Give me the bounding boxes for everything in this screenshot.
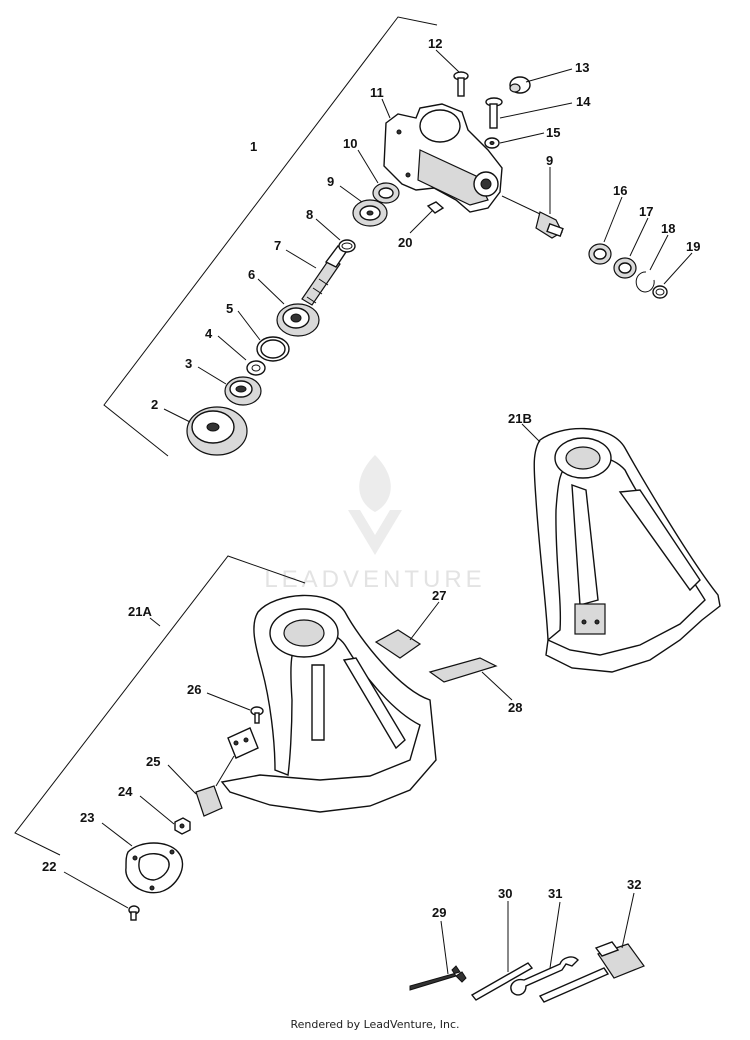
part-6-bearing: [276, 303, 320, 337]
label-part-8: 8: [306, 207, 313, 222]
part-21a-guard: [220, 594, 437, 813]
part-31-wrench: [510, 956, 579, 996]
part-30-rod: [470, 962, 534, 1001]
part-9-gear-left: [352, 199, 388, 227]
part-8-ring: [338, 239, 356, 253]
label-part-32: 32: [627, 877, 641, 892]
label-part-19: 19: [686, 239, 700, 254]
part-13-cap-nut: [509, 76, 531, 94]
leader-lines: [63, 49, 693, 975]
label-part-23: 23: [80, 810, 94, 825]
part-21b-guard: [533, 427, 721, 673]
label-part-28: 28: [508, 700, 522, 715]
part-14-bolt: [485, 97, 503, 129]
label-part-11: 11: [370, 85, 384, 100]
part-29-hex-key: [409, 965, 467, 991]
part-23-plate: [125, 842, 184, 894]
part-3-bearing: [224, 376, 262, 406]
part-11-gear-housing: [383, 103, 503, 213]
label-part-26: 26: [187, 682, 201, 697]
label-part-3: 3: [185, 356, 192, 371]
part-5-ring: [256, 336, 290, 362]
part-4-washer: [246, 360, 266, 376]
group-1-bracket: [103, 16, 438, 457]
part-20-washer: [426, 201, 445, 214]
part-19-ring: [652, 285, 668, 299]
label-part-14: 14: [576, 94, 591, 109]
label-part-24: 24: [118, 784, 133, 799]
part-22-screw: [128, 905, 140, 921]
footer-credit: Rendered by LeadVenture, Inc.: [290, 1018, 460, 1031]
part-27-decal: [374, 629, 422, 659]
part-32-plug-wrench: [538, 941, 645, 1003]
part-25-bracket-upper: [215, 727, 259, 787]
part-28-decal: [428, 657, 498, 683]
label-part-27: 27: [432, 588, 446, 603]
label-part-30: 30: [498, 886, 512, 901]
label-part-16: 16: [613, 183, 627, 198]
part-24-nut: [174, 817, 191, 835]
label-part-7: 7: [274, 238, 281, 253]
label-part-10: 10: [343, 136, 357, 151]
part-9-gear-right: [501, 195, 564, 239]
watermark: LEADVENTURE: [264, 455, 485, 593]
watermark-text: LEADVENTURE: [264, 566, 485, 593]
part-16-bearing: [588, 243, 612, 265]
label-part-15: 15: [546, 125, 560, 140]
part-25-clamp: [195, 785, 223, 817]
label-part-22: 22: [42, 859, 56, 874]
part-18-snap-ring: [635, 271, 655, 293]
part-10-bearing: [372, 182, 400, 204]
part-15-washer: [484, 137, 500, 149]
label-part-9-right: 9: [546, 153, 553, 168]
label-part-21a: 21A: [128, 604, 152, 619]
label-part-29: 29: [432, 905, 446, 920]
label-part-17: 17: [639, 204, 653, 219]
label-part-1: 1: [250, 139, 257, 154]
group-21a-bracket: [14, 555, 306, 856]
label-part-31: 31: [548, 886, 562, 901]
part-12-bolt: [453, 71, 469, 97]
part-7-gear-shaft: [301, 245, 347, 306]
part-labels: 1 2 3 4 5 6 7 8 9 10 11 12 13 14 15 9 20…: [42, 36, 700, 920]
label-part-4: 4: [205, 326, 213, 341]
part-26-screw: [250, 706, 264, 724]
label-part-6: 6: [248, 267, 255, 282]
label-part-25: 25: [146, 754, 160, 769]
label-part-18: 18: [661, 221, 675, 236]
label-part-9-left: 9: [327, 174, 334, 189]
part-2-pulley: [186, 406, 248, 456]
label-part-12: 12: [428, 36, 442, 51]
label-part-2: 2: [151, 397, 158, 412]
label-part-5: 5: [226, 301, 233, 316]
part-17-bearing: [613, 257, 637, 279]
label-part-20: 20: [398, 235, 412, 250]
label-part-21b: 21B: [508, 411, 532, 426]
label-part-13: 13: [575, 60, 589, 75]
